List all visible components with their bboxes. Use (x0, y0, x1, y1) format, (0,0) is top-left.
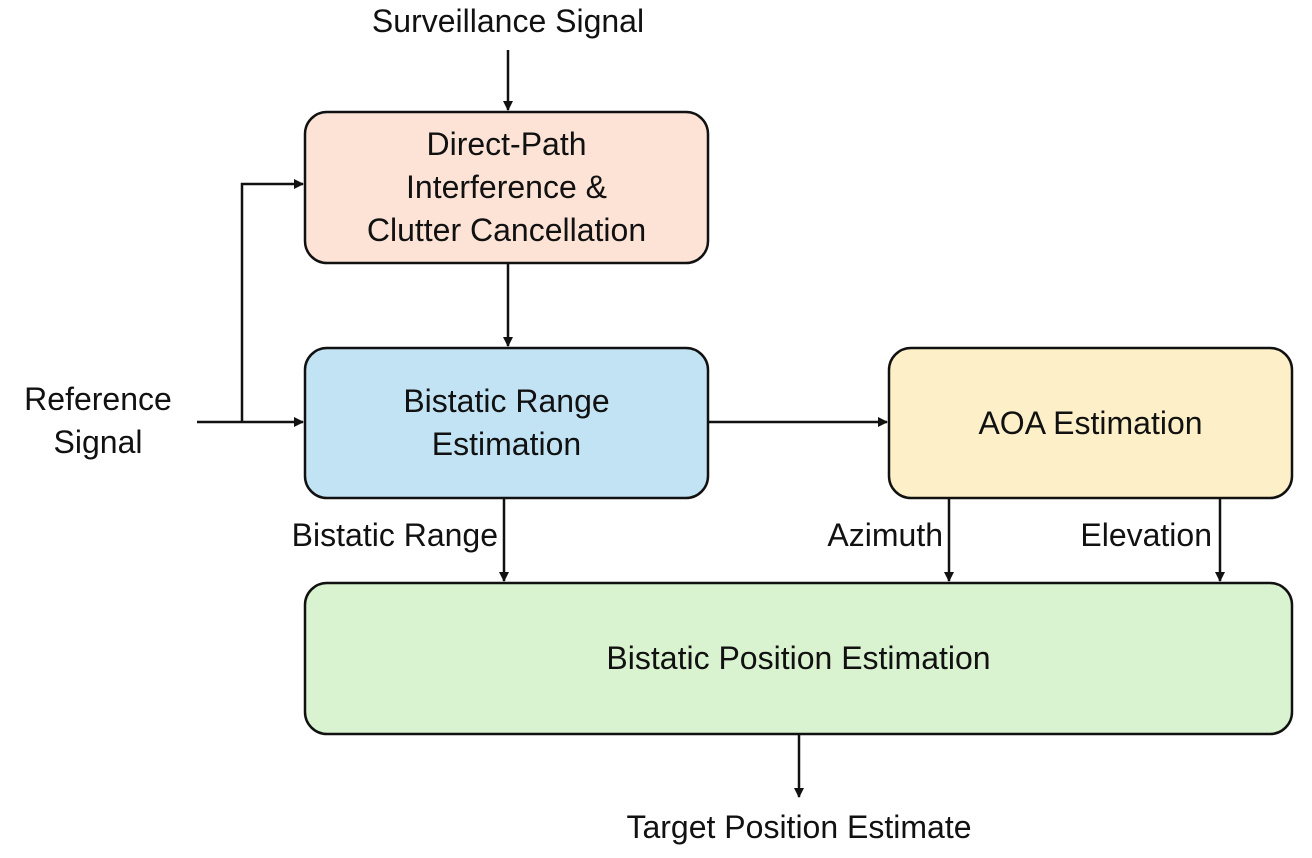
reference-to-cancellation-arrow (240, 179, 304, 422)
position-estimation-block (303, 581, 1294, 736)
target-position-estimate-text: Target Position Estimate (626, 809, 972, 845)
surveillance-signal-text: Surveillance Signal (371, 3, 645, 39)
range-estimation-line1: Bistatic Range (403, 383, 610, 419)
azimuth-edge-text: Azimuth (827, 517, 943, 553)
reference-signal-line2: Signal (53, 424, 143, 460)
position-estimation-line1: Bistatic Position Estimation (606, 640, 991, 676)
target-position-estimate-label: Target Position Estimate (560, 806, 1038, 849)
reference-signal-label: Reference Signal (4, 378, 192, 464)
cancellation-block (303, 110, 710, 265)
cancellation-line3: Clutter Cancellation (366, 212, 647, 248)
azimuth-edge-label: Azimuth (800, 514, 943, 557)
bistatic-range-edge-label: Bistatic Range (262, 514, 498, 557)
cancellation-block-label: Direct-Path Interference & Clutter Cance… (305, 112, 708, 263)
cancellation-line2: Interference & (406, 169, 607, 205)
aoa-estimation-block-label: AOA Estimation (889, 348, 1292, 498)
elevation-edge-text: Elevation (1080, 517, 1212, 553)
range-estimation-block (303, 346, 710, 500)
range-estimation-block-label: Bistatic Range Estimation (305, 348, 708, 498)
surveillance-signal-label: Surveillance Signal (306, 0, 710, 43)
cancellation-line1: Direct-Path (426, 126, 587, 162)
position-estimation-block-label: Bistatic Position Estimation (305, 583, 1292, 734)
reference-signal-line1: Reference (24, 381, 172, 417)
aoa-estimation-block (887, 346, 1294, 500)
range-estimation-line2: Estimation (431, 426, 582, 462)
bistatic-range-edge-text: Bistatic Range (291, 517, 498, 553)
elevation-edge-label: Elevation (1040, 514, 1212, 557)
aoa-estimation-line1: AOA Estimation (978, 404, 1203, 441)
